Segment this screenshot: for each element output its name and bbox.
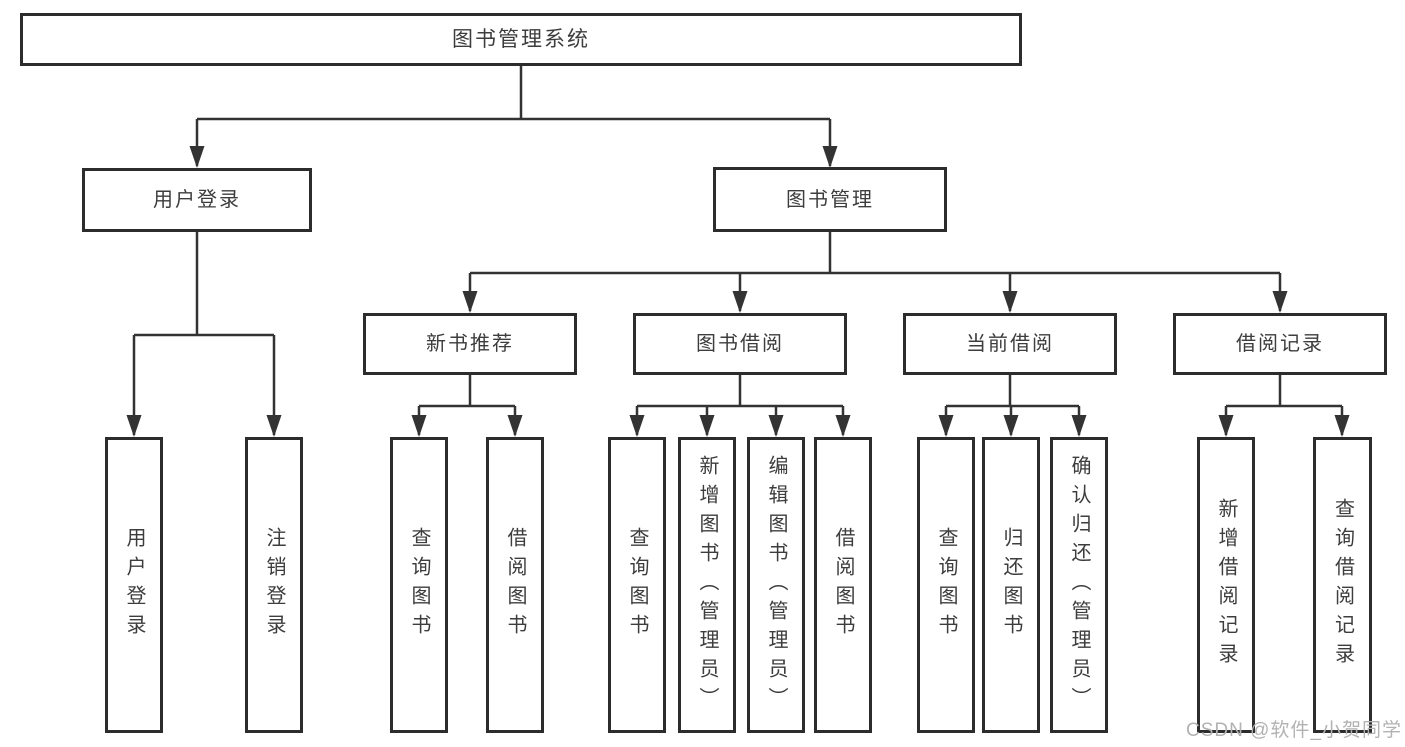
leaf-label: 确认归还（管理员）	[1068, 454, 1090, 716]
node-user-login: 用户登录	[82, 168, 312, 232]
tree-edges	[126, 66, 1350, 437]
node-root-library-management-system: 图书管理系统	[20, 13, 1022, 66]
node-book-management: 图书管理	[713, 167, 947, 232]
leaf-logout: 注销登录	[245, 437, 303, 733]
leaf-label: 查询图书	[626, 527, 648, 643]
leaf-label: 归还图书	[1000, 527, 1022, 643]
leaf-edit-books-admin: 编辑图书（管理员）	[747, 437, 805, 733]
leaf-query-borrow-record: 查询借阅记录	[1313, 437, 1372, 733]
node-current-borrowing: 当前借阅	[903, 313, 1117, 375]
csdn-watermark: CSDN @软件_小贺同学	[1186, 720, 1402, 741]
leaf-label: 借阅图书	[504, 527, 526, 643]
node-borrowing-records: 借阅记录	[1173, 313, 1387, 375]
leaf-user-login: 用户登录	[105, 437, 163, 733]
leaf-label: 编辑图书（管理员）	[765, 454, 787, 716]
leaf-label: 新增图书（管理员）	[696, 454, 718, 716]
node-new-book-recommendation: 新书推荐	[363, 313, 577, 375]
leaf-add-borrow-record: 新增借阅记录	[1197, 437, 1255, 733]
leaf-label: 查询图书	[935, 527, 957, 643]
node-book-borrowing: 图书借阅	[633, 313, 847, 375]
leaf-label: 注销登录	[263, 527, 285, 643]
leaf-return-books: 归还图书	[982, 437, 1040, 733]
leaf-confirm-return-admin: 确认归还（管理员）	[1050, 437, 1108, 733]
leaf-add-books-admin: 新增图书（管理员）	[678, 437, 736, 733]
leaf-label: 用户登录	[123, 527, 145, 643]
leaf-label: 借阅图书	[832, 527, 854, 643]
leaf-query-books-3: 查询图书	[917, 437, 975, 733]
leaf-label: 查询借阅记录	[1331, 498, 1354, 672]
leaf-borrow-books-1: 借阅图书	[486, 437, 544, 733]
leaf-query-books-1: 查询图书	[390, 437, 448, 733]
leaf-label: 查询图书	[408, 527, 430, 643]
leaf-query-books-2: 查询图书	[608, 437, 666, 733]
leaf-borrow-books-2: 借阅图书	[814, 437, 872, 733]
leaf-label: 新增借阅记录	[1215, 498, 1237, 672]
